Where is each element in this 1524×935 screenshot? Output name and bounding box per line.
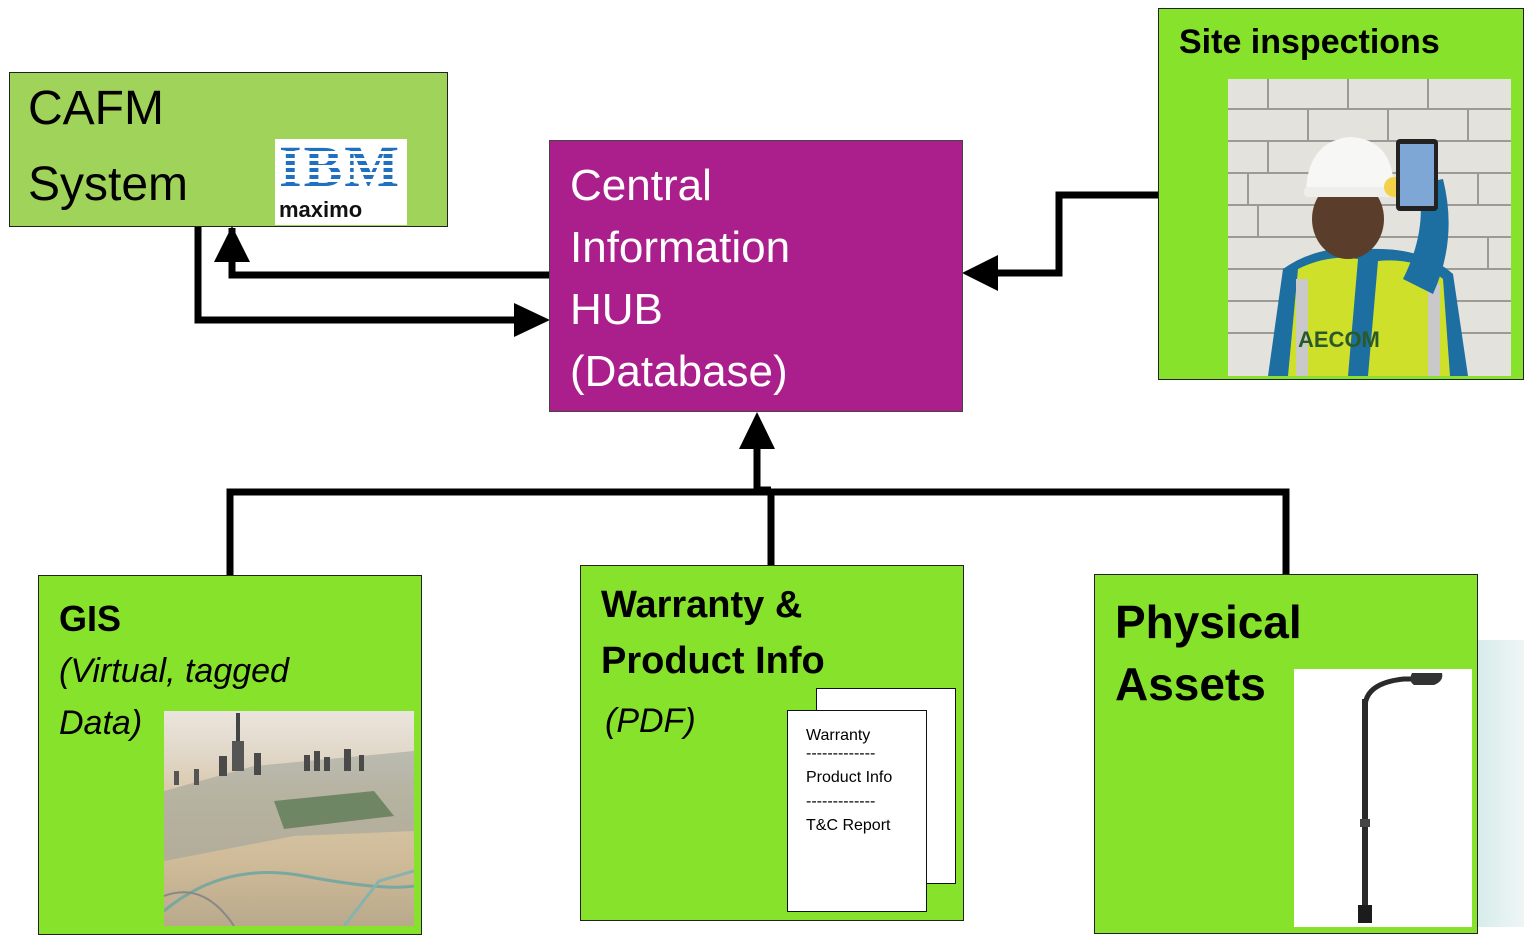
cafm-system-box: CAFM System IBM maximo <box>9 72 448 227</box>
cafm-label-line1: CAFM <box>28 82 164 135</box>
site-to-hub-arrow <box>998 191 1158 277</box>
inspector-illustration <box>1228 79 1511 376</box>
doc-line-separator-1: ------------- <box>806 745 876 762</box>
physical-assets-box: Physical Assets <box>1094 574 1478 934</box>
warranty-box: Warranty & Product Info (PDF) Warranty -… <box>580 565 964 921</box>
bus-horizontal <box>226 488 1290 575</box>
gis-subtitle-line1: (Virtual, tagged <box>59 652 289 690</box>
bus-to-hub-arrow <box>753 445 771 494</box>
gis-subtitle-line2: Data) <box>59 704 143 742</box>
hub-label-line1: Central <box>570 161 712 210</box>
hub-to-cafm-arrow <box>228 228 550 279</box>
cafm-label-line2: System <box>28 158 189 211</box>
site-inspections-title: Site inspections <box>1179 23 1440 61</box>
warranty-subtitle: (PDF) <box>605 702 696 740</box>
central-hub-box: Central Information HUB (Database) <box>549 140 963 412</box>
doc-line-separator-2: ------------- <box>806 793 876 810</box>
hub-label-line2: Information <box>570 223 791 272</box>
cafm-to-hub-arrowhead <box>514 303 550 337</box>
warranty-title-line1: Warranty & <box>601 584 803 626</box>
gis-box: GIS (Virtual, tagged Data) <box>38 575 422 935</box>
site-inspection-photo: AECOM <box>1228 79 1511 376</box>
doc-line-product-info: Product Info <box>806 769 893 786</box>
hub-label-line3: HUB <box>570 285 663 334</box>
hub-to-cafm-arrowhead <box>214 226 250 262</box>
street-light-photo <box>1294 669 1472 927</box>
ibm-maximo-logo: IBM maximo <box>275 134 407 225</box>
background-decoration <box>1478 640 1524 927</box>
assets-title-line1: Physical <box>1115 596 1302 648</box>
maximo-logo-text: maximo <box>279 197 363 222</box>
site-to-hub-arrowhead <box>962 255 998 291</box>
vest-logo-text: AECOM <box>1298 327 1380 352</box>
doc-line-warranty: Warranty <box>806 727 871 744</box>
street-light-icon <box>1358 673 1443 923</box>
bus-to-hub-arrowhead <box>739 412 775 449</box>
hub-label-line4: (Database) <box>570 347 788 396</box>
gis-map-render <box>164 711 414 926</box>
assets-title-line2: Assets <box>1115 658 1266 710</box>
site-inspections-box: Site inspections <box>1158 8 1524 380</box>
warranty-title-line2: Product Info <box>601 640 825 682</box>
ibm-logo-text: IBM <box>279 134 401 199</box>
city-skyline-illustration <box>164 713 414 926</box>
doc-line-tc-report: T&C Report <box>806 817 891 834</box>
cafm-to-hub-arrow <box>194 225 520 324</box>
gis-title: GIS <box>59 598 122 639</box>
document-front-page: Warranty ------------- Product Info ----… <box>787 710 927 912</box>
